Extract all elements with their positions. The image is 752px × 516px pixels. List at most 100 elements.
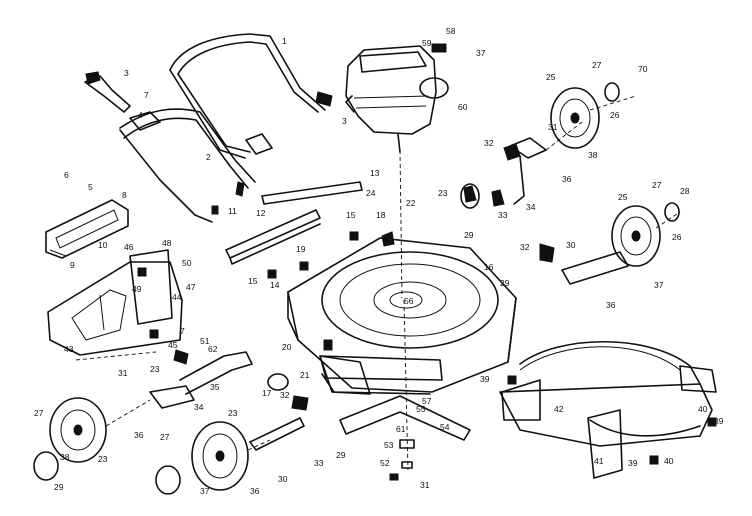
part-label: 27 xyxy=(160,432,170,442)
part-label: 39 xyxy=(714,416,724,426)
part-label: 5 xyxy=(88,182,93,192)
part-label: 55 xyxy=(416,404,426,414)
part-label: 46 xyxy=(124,242,134,252)
part-label: 26 xyxy=(672,232,682,242)
height-adjuster-right xyxy=(503,137,629,285)
part-label: 27 xyxy=(592,60,602,70)
chute-deflector xyxy=(587,365,717,479)
rear-left-wheel xyxy=(49,397,107,463)
upper-handle xyxy=(169,33,326,159)
rear-deflector-plate xyxy=(225,209,321,265)
part-label: 15 xyxy=(248,276,258,286)
part-label: 36 xyxy=(606,300,616,310)
part-label: 27 xyxy=(652,180,662,190)
part-label: 41 xyxy=(594,456,604,466)
part-label: 29 xyxy=(464,230,474,240)
rear-right-wheel xyxy=(550,87,600,149)
blade-adapter xyxy=(399,439,415,469)
part-label: 31 xyxy=(118,368,128,378)
grass-bag xyxy=(47,261,183,361)
part-label: 13 xyxy=(370,168,380,178)
part-label: 28 xyxy=(680,186,690,196)
part-label: 17 xyxy=(262,388,272,398)
mower-deck xyxy=(287,237,517,395)
part-label: 31 xyxy=(420,480,430,490)
part-label: 39 xyxy=(480,374,490,384)
part-label: 31 xyxy=(548,122,558,132)
part-label: 48 xyxy=(162,238,172,248)
part-label: 33 xyxy=(314,458,324,468)
handle-knob-pair xyxy=(129,91,333,155)
part-label: 4 xyxy=(138,110,143,120)
part-label: 16 xyxy=(484,262,494,272)
part-label: 32 xyxy=(484,138,494,148)
part-label: 15 xyxy=(346,210,356,220)
part-label: 51 xyxy=(200,336,210,346)
part-label: 43 xyxy=(64,344,74,354)
part-label: 36 xyxy=(134,430,144,440)
part-label: 38 xyxy=(588,150,598,160)
part-label: 61 xyxy=(396,424,406,434)
part-label: 10 xyxy=(98,240,108,250)
part-label: 37 xyxy=(476,48,486,58)
part-label: 47 xyxy=(186,282,196,292)
part-label: 36 xyxy=(562,174,572,184)
fasteners xyxy=(211,43,717,481)
part-label: 37 xyxy=(654,280,664,290)
part-label: 34 xyxy=(194,402,204,412)
part-label: 50 xyxy=(182,258,192,268)
engine xyxy=(345,45,449,153)
part-label: 70 xyxy=(638,64,648,74)
part-label: 58 xyxy=(446,26,456,36)
part-label: 19 xyxy=(296,244,306,254)
part-label: 39 xyxy=(628,458,638,468)
part-label: 59 xyxy=(422,38,432,48)
part-label: 37 xyxy=(200,486,210,496)
engine-crankshaft xyxy=(399,149,409,471)
part-label: 29 xyxy=(54,482,64,492)
front-left-wheel xyxy=(191,421,249,491)
part-label: 23 xyxy=(150,364,160,374)
part-label: 56 xyxy=(404,296,414,306)
part-label: 53 xyxy=(384,440,394,450)
axle-lines xyxy=(105,95,681,451)
part-label: 7 xyxy=(180,326,185,336)
handle-control-lever xyxy=(84,71,131,113)
side-bracket xyxy=(261,181,363,205)
part-label: 3 xyxy=(124,68,129,78)
part-label: 2 xyxy=(206,152,211,162)
front-right-wheel xyxy=(611,205,661,267)
part-label: 30 xyxy=(566,240,576,250)
part-label: 44 xyxy=(172,292,182,302)
part-label: 6 xyxy=(64,170,69,180)
part-label: 54 xyxy=(440,422,450,432)
part-label: 57 xyxy=(422,396,432,406)
part-label: 7 xyxy=(144,90,149,100)
part-label: 11 xyxy=(228,206,237,216)
hub-caps xyxy=(33,82,680,495)
part-label: 36 xyxy=(250,486,260,496)
part-label: 23 xyxy=(98,454,108,464)
rear-discharge-housing xyxy=(319,355,371,395)
height-adjuster-left xyxy=(149,349,309,451)
part-label: 29 xyxy=(500,278,510,288)
part-label: 9 xyxy=(70,260,75,270)
part-label: 42 xyxy=(554,404,564,414)
part-label: 23 xyxy=(438,188,448,198)
part-label: 3 xyxy=(342,116,347,126)
part-label: 52 xyxy=(380,458,390,468)
part-label: 22 xyxy=(406,198,416,208)
part-label: 20 xyxy=(282,342,292,352)
part-label: 8 xyxy=(122,190,127,200)
blade xyxy=(339,395,471,441)
part-label: 27 xyxy=(34,408,44,418)
part-label: 35 xyxy=(210,382,220,392)
part-label: 62 xyxy=(208,344,218,354)
part-label: 40 xyxy=(698,404,708,414)
part-label: 14 xyxy=(270,280,280,290)
part-label: 1 xyxy=(282,36,287,46)
part-label: 34 xyxy=(526,202,536,212)
part-label: 23 xyxy=(228,408,238,418)
